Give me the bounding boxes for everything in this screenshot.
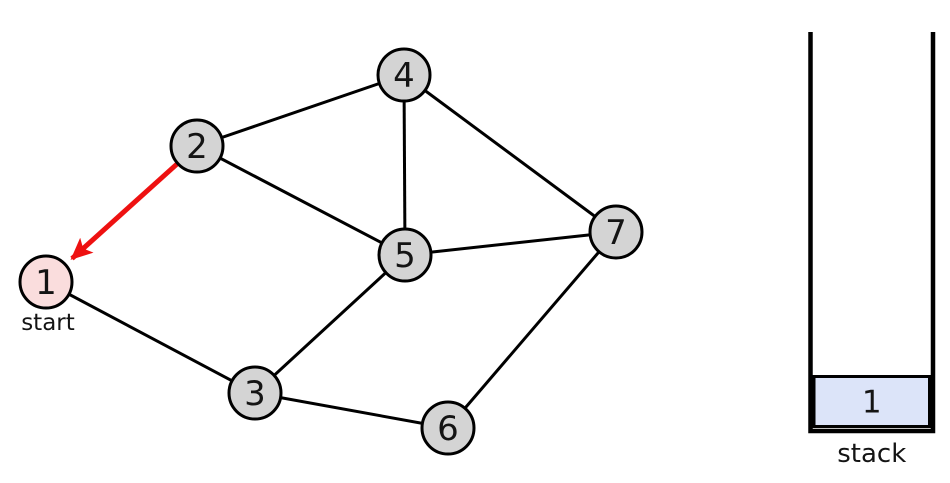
graph-node-label-3: 3 <box>244 374 266 414</box>
graph-node-5 <box>377 227 433 283</box>
graph-edge-6-7 <box>446 231 618 429</box>
graph-node-label-5: 5 <box>394 236 416 276</box>
traversal-arrow-layer <box>70 162 179 261</box>
graph-edge-1-3 <box>45 280 256 395</box>
graph-edge-2-4 <box>196 73 405 148</box>
stack: 1 stack <box>808 32 936 469</box>
stack-container <box>808 32 936 434</box>
graph-node-6 <box>420 400 476 456</box>
graph-node-4 <box>376 47 432 103</box>
graph-node-label-4: 4 <box>393 56 415 96</box>
graph-node-1-start <box>18 254 74 310</box>
graph-node-label-6: 6 <box>437 409 459 449</box>
graph-node-label-2: 2 <box>186 127 208 167</box>
graph-edges <box>45 73 618 430</box>
graph-node-label-7: 7 <box>605 213 627 253</box>
stack-label: stack <box>837 439 906 469</box>
graph-edge-4-5 <box>402 74 407 256</box>
graph-edge-4-7 <box>403 73 617 234</box>
graph-node-2 <box>169 118 225 174</box>
graph-nodes: 1 start 2 3 4 5 6 7 <box>18 47 644 456</box>
stack-item-label: 1 <box>862 385 882 421</box>
graph-edge-3-6 <box>254 391 449 430</box>
graph-edge-5-7 <box>404 230 617 257</box>
graph-node-label-1: 1 <box>35 263 57 303</box>
graph-edge-2-5 <box>196 144 406 257</box>
traversal-arrow-2-to-1 <box>70 162 179 261</box>
graph-edge-3-5 <box>253 253 407 395</box>
graph-node-7 <box>588 204 644 260</box>
graph-node-3 <box>227 365 283 421</box>
stack-item-1 <box>812 375 931 428</box>
start-label: start <box>21 310 75 336</box>
